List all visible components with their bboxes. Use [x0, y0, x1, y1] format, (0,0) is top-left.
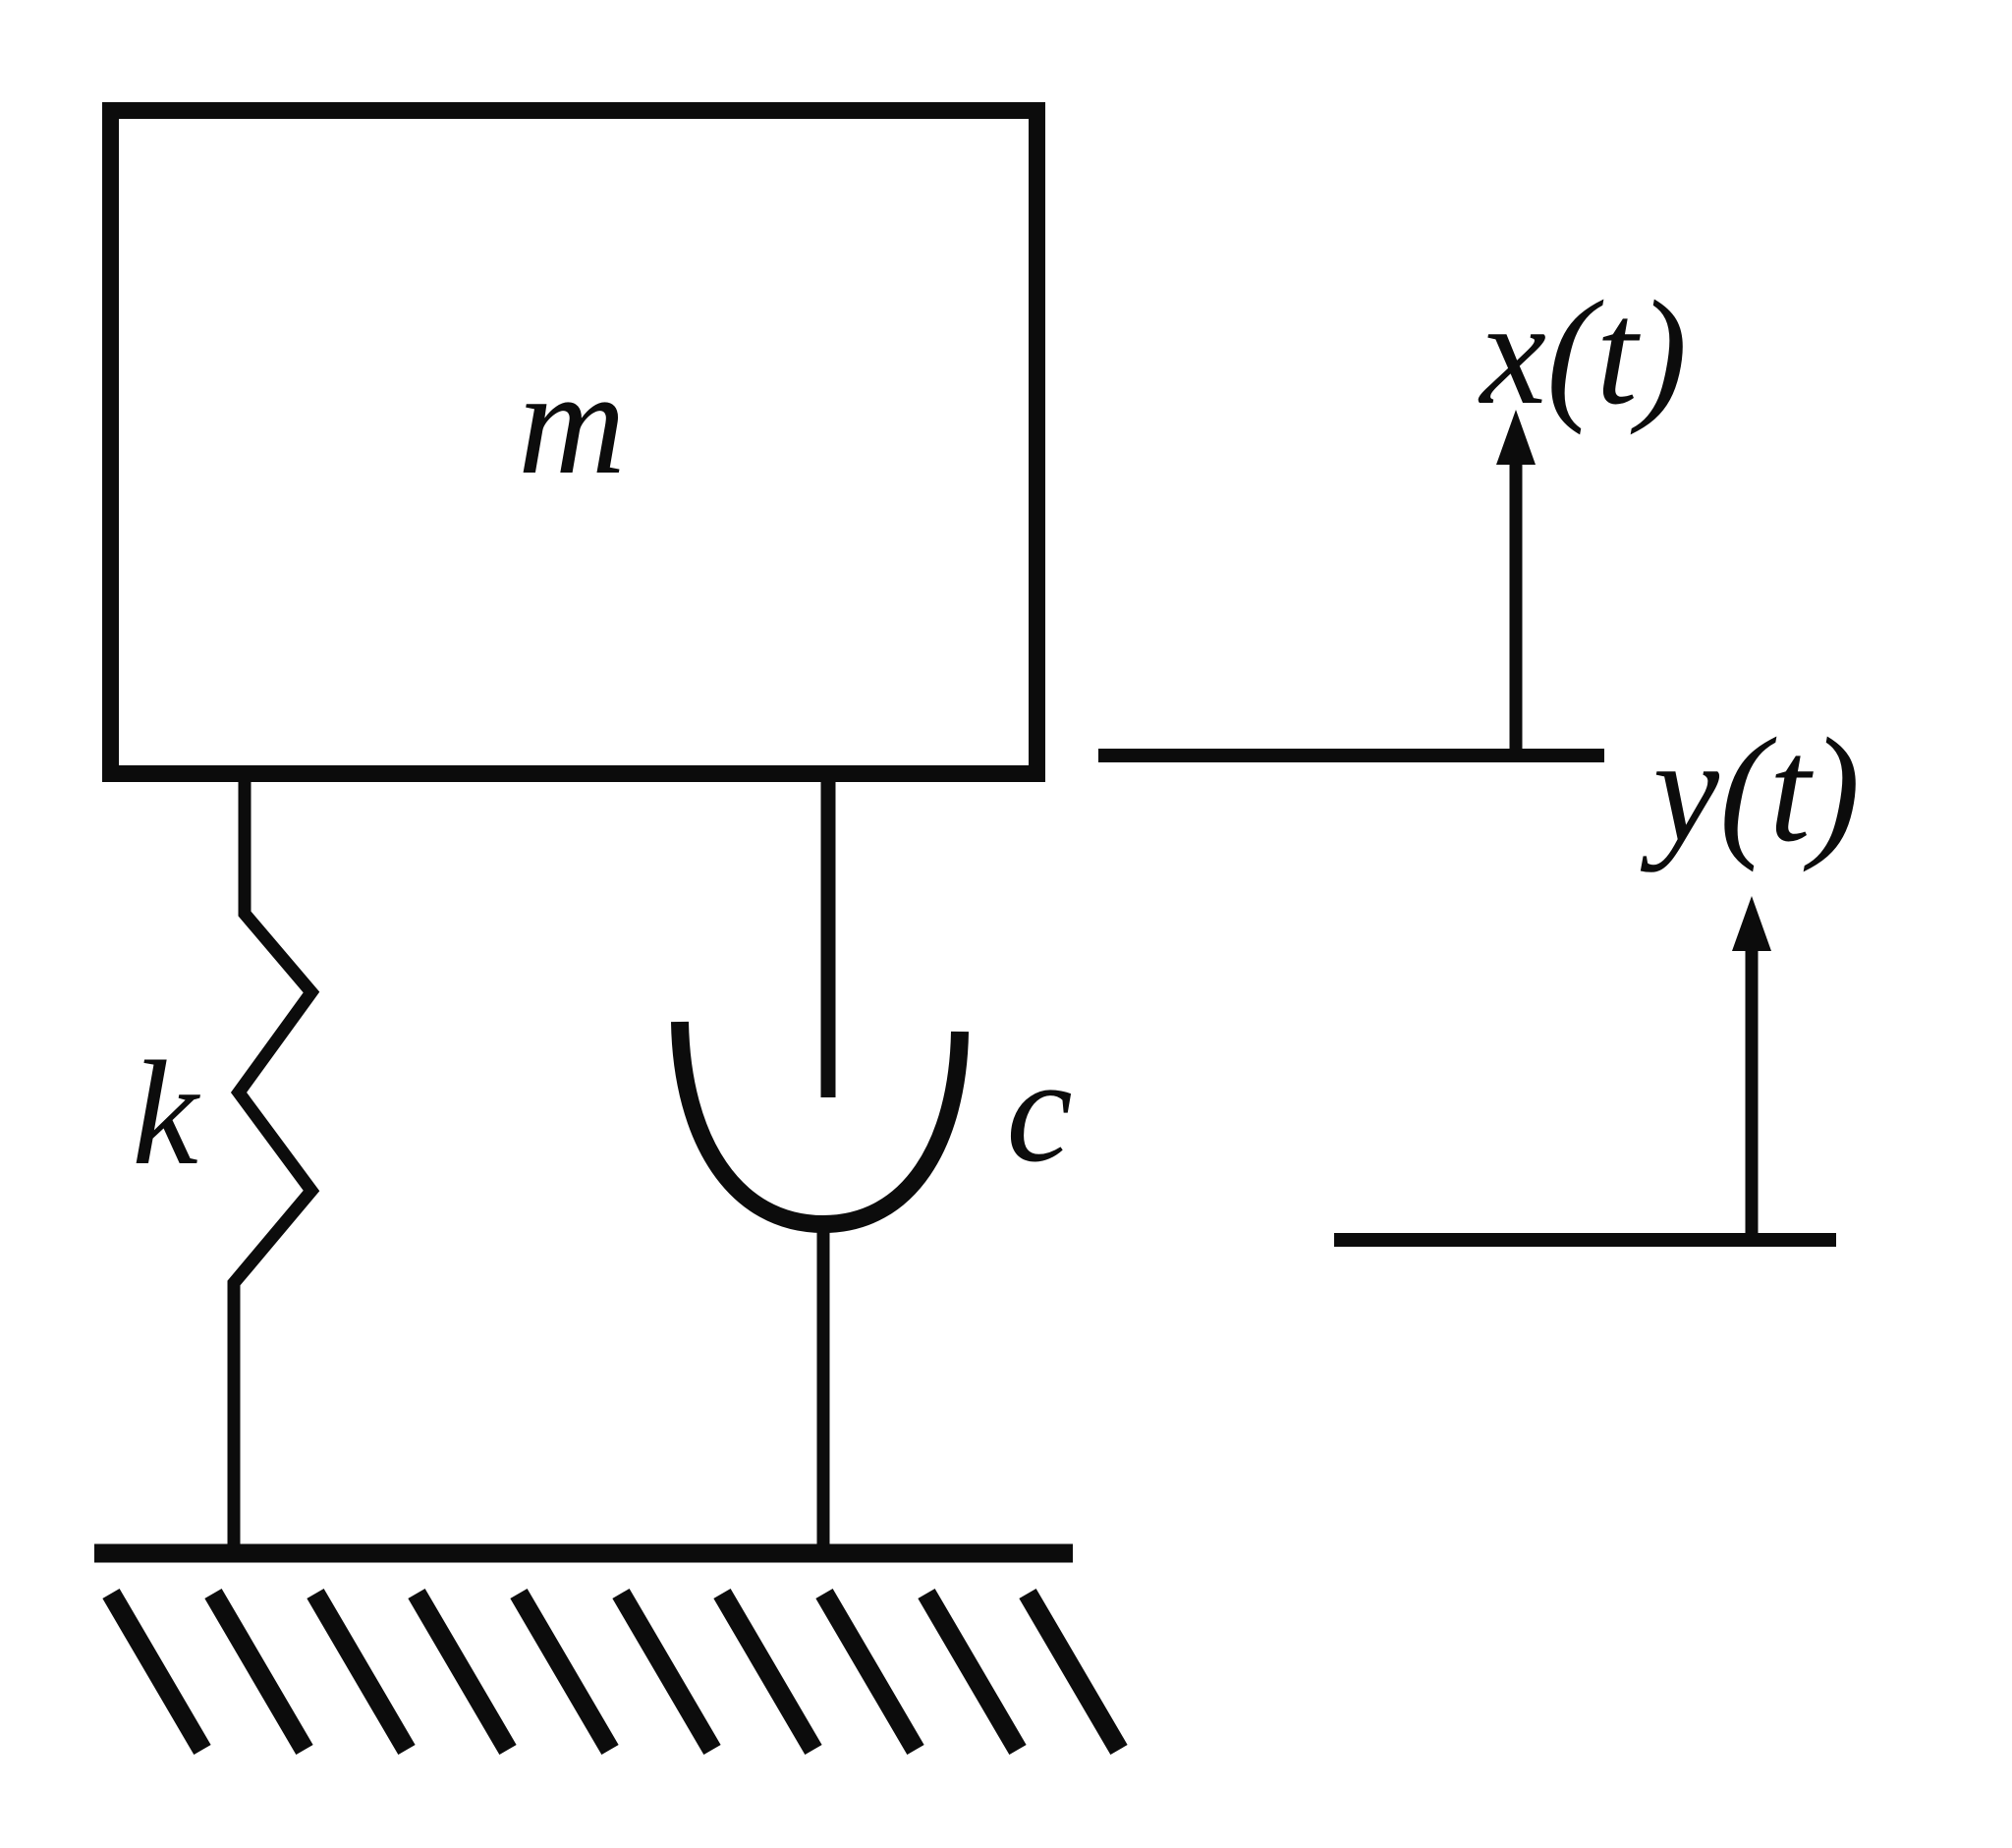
hatch-stroke — [918, 1588, 1027, 1756]
x-arrow-head-icon — [1496, 410, 1536, 465]
hatch-stroke — [408, 1588, 517, 1756]
hatch-stroke — [713, 1588, 822, 1756]
ground-hatching — [102, 1588, 1128, 1756]
mass-label: m — [518, 340, 626, 505]
x-displacement-label: x(t) — [1479, 270, 1688, 435]
x-displacement-indicator: x(t) — [1098, 270, 1688, 762]
y-displacement-label: y(t) — [1641, 707, 1861, 872]
hatch-stroke — [307, 1588, 416, 1756]
damper-symbol — [671, 782, 969, 1553]
spring-label: k — [132, 1031, 200, 1196]
spring-symbol — [227, 782, 320, 1554]
hatch-stroke — [204, 1588, 313, 1756]
mass-block — [102, 102, 1045, 782]
damper-label: c — [1006, 1028, 1072, 1193]
hatch-stroke — [1019, 1588, 1128, 1756]
hatch-stroke — [815, 1588, 924, 1756]
y-arrow-head-icon — [1732, 896, 1771, 951]
hatch-stroke — [510, 1588, 619, 1756]
hatch-stroke — [102, 1588, 211, 1756]
hatch-stroke — [612, 1588, 721, 1756]
y-displacement-indicator: y(t) — [1334, 707, 1861, 1247]
damper-cylinder-cup — [671, 1021, 969, 1234]
